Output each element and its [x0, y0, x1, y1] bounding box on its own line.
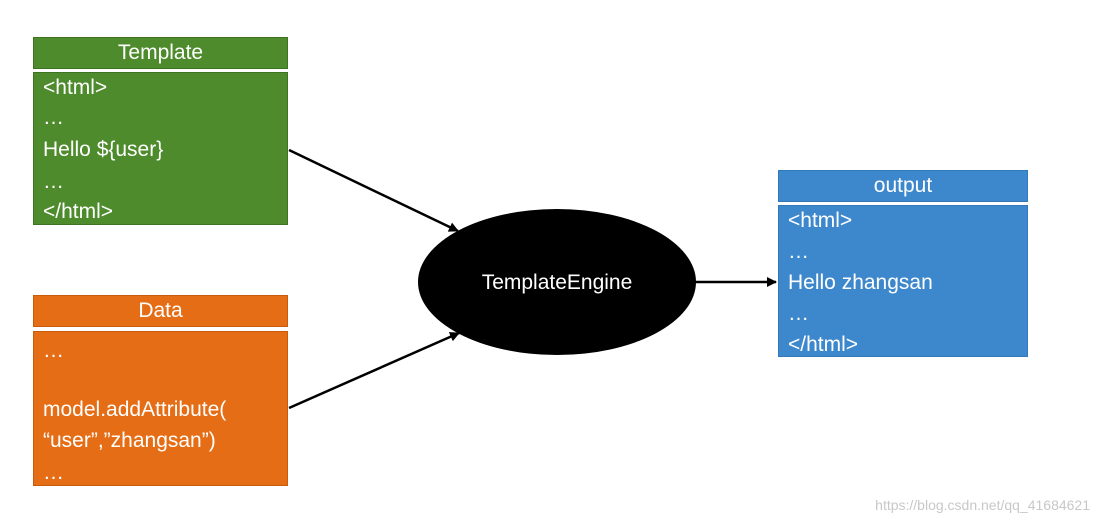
output-box-body: <html> … Hello zhangsan … </html>: [778, 205, 1028, 357]
data-box-body: … model.addAttribute( “user”,”zhangsan”)…: [33, 331, 288, 486]
template-line: </html>: [43, 200, 114, 223]
template-box-title: Template: [33, 37, 288, 69]
output-line: <html>: [788, 209, 853, 232]
template-line: <html>: [43, 76, 108, 99]
data-box-title: Data: [33, 295, 288, 327]
data-line: …: [43, 461, 64, 484]
template-engine-node: [418, 209, 696, 355]
output-line: …: [788, 302, 809, 325]
output-box-title: output: [778, 170, 1028, 202]
output-line: </html>: [788, 333, 859, 356]
data-line: model.addAttribute(: [43, 398, 227, 421]
output-line: …: [788, 240, 809, 263]
template-engine-label: TemplateEngine: [482, 271, 633, 294]
template-line: …: [43, 106, 64, 129]
template-line: Hello ${user}: [43, 138, 164, 161]
watermark: https://blog.csdn.net/qq_41684621: [875, 497, 1090, 513]
template-line: …: [43, 170, 64, 193]
template-box-body: <html> … Hello ${user} … </html>: [33, 72, 288, 225]
arrow-template-to-engine: [288, 148, 459, 233]
data-line: “user”,”zhangsan”): [43, 429, 216, 452]
output-line: Hello zhangsan: [788, 271, 933, 294]
data-line: …: [43, 339, 64, 362]
arrow-data-to-engine: [288, 331, 460, 410]
